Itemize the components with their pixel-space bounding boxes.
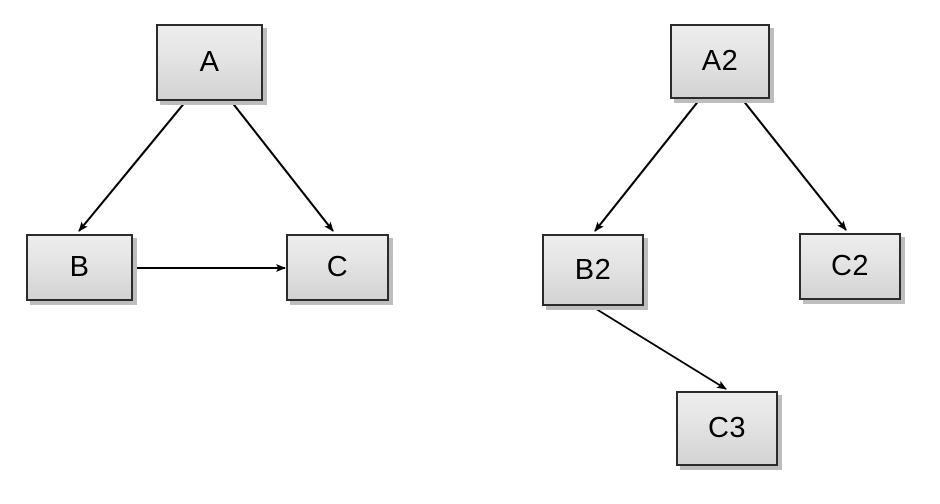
node-c-label: C bbox=[326, 251, 349, 283]
node-c2-label: C2 bbox=[830, 250, 870, 282]
node-a[interactable]: A bbox=[156, 24, 263, 101]
node-a2[interactable]: A2 bbox=[670, 24, 770, 99]
node-c2[interactable]: C2 bbox=[799, 233, 901, 300]
node-b[interactable]: B bbox=[26, 234, 133, 301]
node-a-label: A bbox=[199, 46, 220, 78]
node-b-label: B bbox=[69, 251, 90, 283]
node-b2[interactable]: B2 bbox=[542, 234, 644, 306]
node-b2-label: B2 bbox=[574, 253, 612, 286]
node-a2-label: A2 bbox=[701, 45, 739, 77]
node-c3-label: C3 bbox=[707, 412, 747, 444]
node-c3[interactable]: C3 bbox=[676, 391, 778, 466]
node-c[interactable]: C bbox=[286, 234, 389, 301]
